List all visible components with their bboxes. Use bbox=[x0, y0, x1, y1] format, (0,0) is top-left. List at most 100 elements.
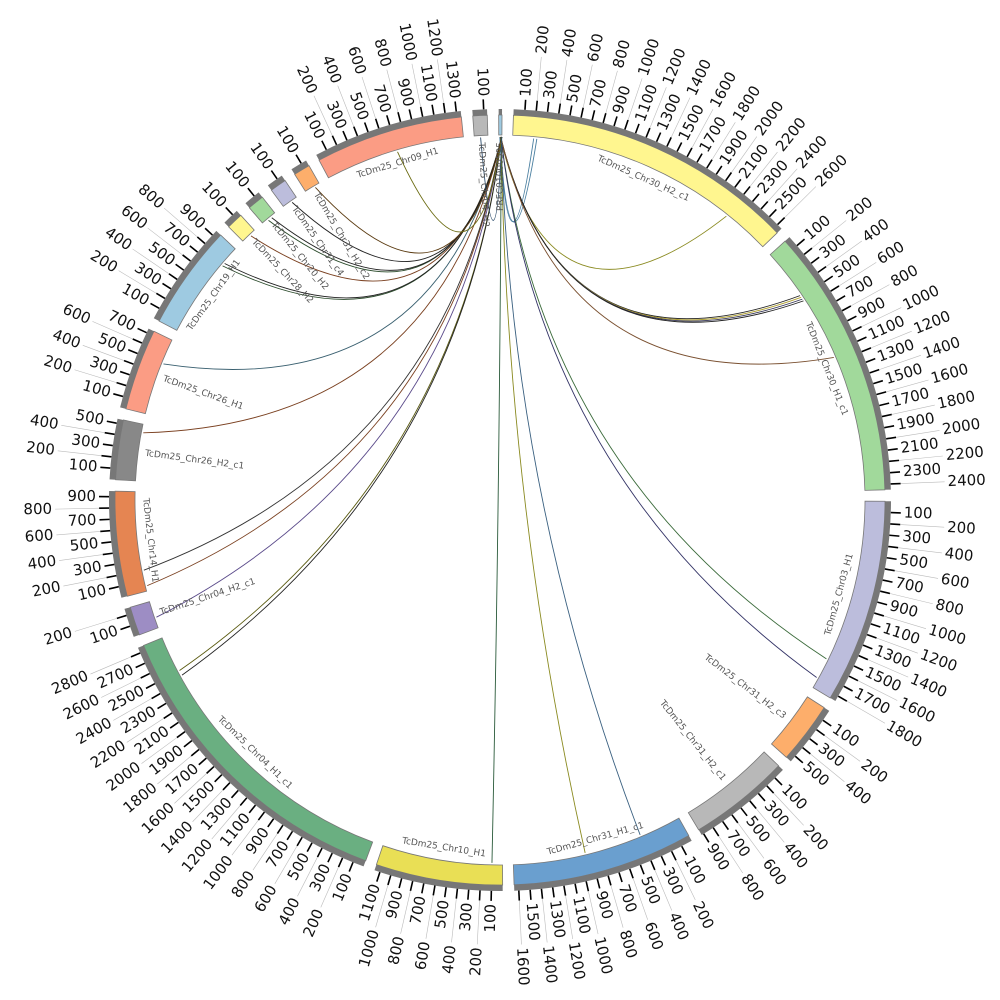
tick-leader bbox=[211, 805, 241, 840]
tick-label: 400 bbox=[27, 552, 58, 574]
tick-label: 2800 bbox=[49, 667, 91, 699]
tick-mark bbox=[551, 887, 555, 898]
tick-mark bbox=[870, 623, 881, 628]
ideogram-segment[interactable] bbox=[498, 114, 503, 136]
tick-mark bbox=[822, 719, 832, 727]
tick-mark bbox=[725, 172, 733, 182]
tick-mark bbox=[836, 295, 846, 302]
ideogram-segment[interactable] bbox=[294, 165, 320, 192]
ideogram-segment[interactable] bbox=[114, 490, 148, 597]
tick-mark bbox=[629, 868, 634, 879]
tick-label: 300 bbox=[87, 352, 120, 378]
tick-mark bbox=[884, 568, 895, 572]
tick-mark bbox=[760, 200, 769, 210]
ideogram-band bbox=[498, 108, 503, 116]
tick-mark bbox=[686, 147, 693, 158]
tick-leader bbox=[850, 284, 890, 307]
ideogram-segment[interactable] bbox=[158, 234, 236, 331]
tick-mark bbox=[183, 740, 193, 748]
segment-label: TcDm25_Chr26_H2_c1 bbox=[143, 449, 244, 472]
tick-mark bbox=[869, 368, 880, 374]
tick-mark bbox=[306, 842, 313, 853]
tick-mark bbox=[123, 359, 134, 365]
tick-mark bbox=[558, 103, 562, 114]
tick-leader bbox=[825, 240, 863, 267]
tick-mark bbox=[162, 282, 172, 290]
tick-label: 500 bbox=[69, 534, 99, 555]
ideogram-segment[interactable] bbox=[125, 330, 173, 415]
tick-mark bbox=[852, 325, 862, 332]
tick-mark bbox=[823, 275, 834, 283]
tick-mark bbox=[848, 675, 859, 682]
ideogram-segment[interactable] bbox=[375, 845, 504, 886]
tick-mark bbox=[889, 534, 900, 537]
tick-leader bbox=[899, 455, 943, 461]
tick-mark bbox=[861, 347, 872, 353]
tick-label: 200 bbox=[466, 947, 485, 977]
tick-label: 1000 bbox=[395, 22, 420, 63]
ideogram-band bbox=[472, 109, 488, 116]
tick-mark bbox=[101, 541, 112, 544]
ideogram-segment[interactable] bbox=[270, 180, 297, 207]
ideogram-segment[interactable] bbox=[512, 114, 778, 248]
tick-label: 1400 bbox=[539, 944, 561, 984]
tick-label: 500 bbox=[74, 406, 106, 429]
tick-label: 600 bbox=[759, 855, 790, 889]
ideogram-band bbox=[245, 192, 263, 208]
ideogram-segment[interactable] bbox=[769, 240, 886, 491]
tick-label: 200 bbox=[31, 577, 63, 600]
tick-leader bbox=[810, 753, 845, 783]
ideogram-segment[interactable] bbox=[687, 751, 780, 831]
ideogram-segment[interactable] bbox=[228, 214, 255, 242]
ideogram-segment[interactable] bbox=[143, 637, 374, 862]
tick-mark bbox=[331, 135, 338, 146]
tick-mark bbox=[150, 302, 160, 309]
tick-label: 100 bbox=[273, 123, 303, 157]
tick-label: 200 bbox=[858, 755, 892, 786]
tick-leader bbox=[425, 895, 434, 939]
tick-mark bbox=[248, 804, 257, 814]
tick-label: 200 bbox=[843, 193, 877, 225]
tick-mark bbox=[879, 402, 890, 407]
tick-mark bbox=[225, 206, 234, 216]
tick-mark bbox=[757, 792, 766, 802]
tick-leader bbox=[61, 424, 105, 433]
tick-mark bbox=[182, 254, 191, 262]
segment-label: TcDm25_Chr26_H1 bbox=[160, 374, 244, 413]
ideogram-layer bbox=[109, 108, 891, 891]
tick-label: 100 bbox=[904, 504, 933, 523]
tick-leader bbox=[861, 307, 902, 327]
tick-label: 600 bbox=[24, 526, 54, 546]
tick-label: 600 bbox=[251, 882, 281, 916]
tick-mark bbox=[607, 875, 612, 886]
tick-label: 1700 bbox=[890, 384, 931, 411]
ideogram-segment[interactable] bbox=[115, 419, 144, 482]
tick-label: 700 bbox=[586, 77, 610, 109]
tick-label: 1500 bbox=[523, 902, 544, 941]
ideogram-segment[interactable] bbox=[248, 196, 276, 224]
tick-mark bbox=[856, 336, 867, 342]
tick-label: 400 bbox=[665, 910, 693, 943]
tick-label: 100 bbox=[246, 139, 277, 173]
ideogram-band bbox=[267, 175, 286, 191]
ideogram-segment[interactable] bbox=[318, 116, 464, 179]
tick-mark bbox=[843, 685, 853, 692]
tick-label: 400 bbox=[439, 944, 460, 974]
tick-leader bbox=[113, 698, 152, 721]
link-ribbon bbox=[491, 136, 502, 863]
tick-leader bbox=[55, 507, 100, 510]
tick-label: 800 bbox=[135, 180, 168, 212]
tick-mark bbox=[419, 106, 424, 117]
tick-leader bbox=[879, 355, 921, 370]
tick-mark bbox=[888, 545, 899, 549]
segment-label: PRFC01000595 bbox=[496, 142, 506, 211]
ideogram-segment[interactable] bbox=[472, 114, 489, 137]
ideogram-segment[interactable] bbox=[770, 696, 825, 758]
tick-label: 1100 bbox=[355, 882, 384, 924]
tick-label: 700 bbox=[894, 573, 926, 596]
tick-mark bbox=[286, 830, 294, 841]
ideogram-segment[interactable] bbox=[129, 601, 159, 636]
ideogram-segment[interactable] bbox=[812, 500, 886, 699]
ideogram-segment[interactable] bbox=[512, 817, 690, 886]
